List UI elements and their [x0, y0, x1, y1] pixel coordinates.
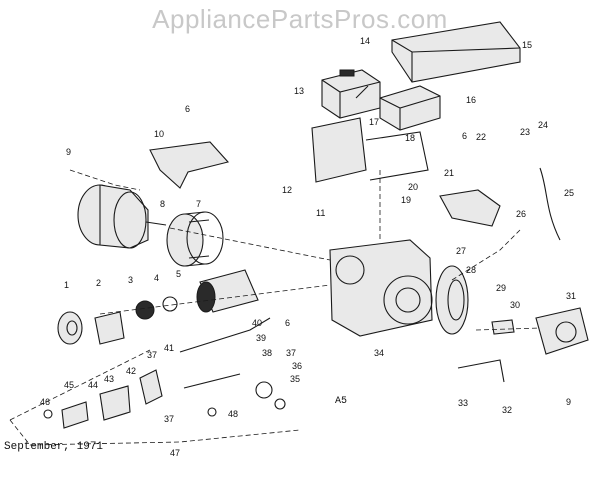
callout-36: 36: [292, 361, 302, 371]
callout-9b: 9: [566, 397, 571, 407]
callout-2: 2: [96, 278, 101, 288]
part-26-bracket: [439, 189, 501, 227]
part-7-blower-wheel: [166, 211, 224, 267]
callout-24: 24: [538, 120, 548, 130]
part-13-transformer: [321, 69, 381, 119]
callout-8: 8: [160, 199, 165, 209]
callout-20: 20: [408, 182, 418, 192]
part-10-bracket: [149, 141, 230, 189]
callout-25: 25: [564, 188, 574, 198]
callout-43: 43: [104, 374, 114, 384]
callout-29: 29: [496, 283, 506, 293]
callout-31: 31: [566, 291, 576, 301]
callout-19: 19: [401, 195, 411, 205]
callout-40: 40: [252, 318, 262, 328]
callout-48: 48: [228, 409, 238, 419]
callout-45: 45: [64, 380, 74, 390]
callout-37b: 37: [147, 350, 157, 360]
callout-6b: 6: [285, 318, 290, 328]
callout-34: 34: [374, 348, 384, 358]
callout-14: 14: [360, 36, 370, 46]
part-5-cylinder: [196, 269, 259, 313]
callout-1: 1: [64, 280, 69, 290]
watermark: AppliancePartsPros.com: [152, 4, 448, 34]
callout-21: 21: [444, 168, 454, 178]
callout-28: 28: [466, 265, 476, 275]
callout-12: 12: [282, 185, 292, 195]
part-12-plate: [311, 117, 429, 183]
callout-39: 39: [256, 333, 266, 343]
callout-22: 22: [476, 132, 486, 142]
callout-32: 32: [502, 405, 512, 415]
callout-23: 23: [520, 127, 530, 137]
callout-15: 15: [522, 40, 532, 50]
callout-41: 41: [164, 343, 174, 353]
callout-18: 18: [405, 133, 415, 143]
callout-37c: 37: [164, 414, 174, 424]
callout-17: 17: [369, 117, 379, 127]
callout-9a: 9: [66, 147, 71, 157]
part-31-pump: [491, 307, 589, 355]
callout-38: 38: [262, 348, 272, 358]
callout-47: 47: [170, 448, 180, 458]
part-25-wire: [539, 167, 561, 241]
callout-37a: 37: [286, 348, 296, 358]
callout-26: 26: [516, 209, 526, 219]
part-14-cover: [391, 21, 521, 83]
callout-7: 7: [196, 199, 201, 209]
callout-44: 44: [88, 380, 98, 390]
callout-5: 5: [176, 269, 181, 279]
lower-linkage: [43, 317, 286, 429]
callout-27: 27: [456, 246, 466, 256]
callout-6a: 6: [185, 104, 190, 114]
callout-6c: 6: [462, 131, 467, 141]
parts-1-4: [57, 296, 178, 345]
callout-10: 10: [154, 129, 164, 139]
part-34-housing: [329, 239, 433, 337]
assembly-lines: [9, 169, 541, 446]
callout-11: 11: [316, 208, 325, 218]
callout-30: 30: [510, 300, 520, 310]
callout-16: 16: [466, 95, 476, 105]
callout-42: 42: [126, 366, 136, 376]
part-8-motor: [77, 184, 167, 249]
diagram-code: A5: [335, 396, 348, 407]
callout-4: 4: [154, 273, 159, 283]
part-28-ring: [435, 265, 469, 335]
callout-46: 46: [40, 397, 50, 407]
callout-35: 35: [290, 374, 300, 384]
part-32-tube: [457, 359, 505, 383]
footer-date: September, 1971: [4, 441, 104, 453]
callout-13: 13: [294, 86, 304, 96]
part-16-relay: [379, 85, 441, 131]
callout-3: 3: [128, 275, 133, 285]
callout-33: 33: [458, 398, 468, 408]
